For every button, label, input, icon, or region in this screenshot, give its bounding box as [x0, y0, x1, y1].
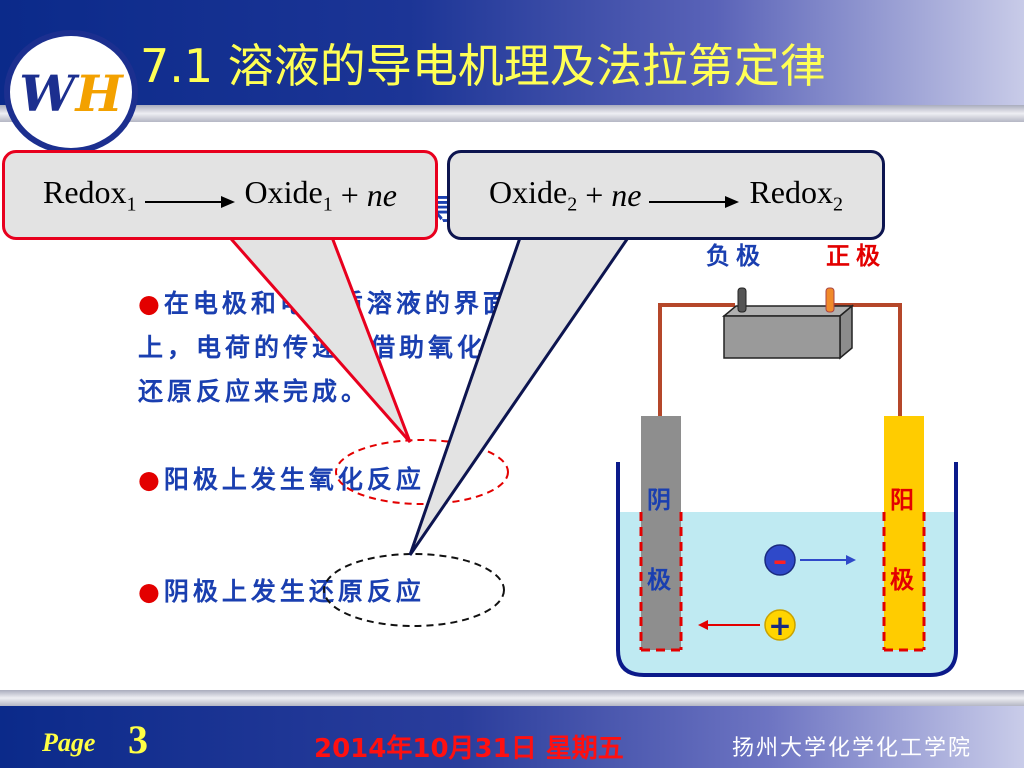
reduction-equation-callout: Oxide2 + ne Redox2 — [447, 150, 885, 240]
eq1-product: Oxide1 — [245, 174, 333, 216]
cathode-label-top: 阴 — [647, 486, 671, 514]
eq2-reactant: Oxide2 — [489, 174, 577, 216]
cation-sign: + — [768, 609, 791, 642]
eq2-product-name: Redox — [749, 173, 833, 210]
circuit-wire-right — [830, 303, 902, 416]
eq2-plus: + — [585, 176, 604, 213]
bullet-text: 阳极上发生氧化反应 — [163, 465, 425, 494]
circuit-wire — [658, 303, 735, 416]
beaker — [616, 462, 958, 677]
eq1-reactant-sub: 1 — [126, 193, 137, 216]
slide-date: 2014年10月31日 星期五 — [314, 734, 624, 764]
bullet-text: 阴极上发生还原反应 — [163, 577, 425, 606]
callout-tail-right — [408, 230, 635, 556]
eq2-arrow-icon — [649, 193, 741, 208]
electrolyte-solution — [618, 512, 956, 675]
oxidation-equation-callout: Redox1 Oxide1 + ne — [2, 150, 438, 240]
cathode-electrode — [641, 416, 681, 650]
eq2-product-sub: 2 — [833, 193, 843, 216]
eq1-reactant: Redox1 — [43, 174, 137, 216]
slide-footer: Page 3 2014年10月31日 星期五 扬州大学化学化工学院 — [0, 706, 1024, 768]
eq1-plus: + — [340, 176, 359, 213]
bullet-dot: ● — [138, 577, 164, 606]
header-band — [0, 0, 1024, 105]
callout-tail-left — [221, 230, 412, 443]
anode-label-bottom: 极 — [890, 566, 914, 594]
cation-circle — [764, 609, 796, 641]
header-divider — [0, 105, 1024, 122]
logo-letter-h: H — [75, 64, 123, 123]
slide-header — [0, 0, 1024, 122]
page-label: Page — [42, 728, 96, 757]
anion-sign: – — [773, 544, 787, 577]
bullet-anode-oxidation: ●阳极上发生氧化反应 — [138, 458, 518, 502]
eq1-product-sub: 1 — [322, 193, 333, 216]
eq2-electron: ne — [611, 176, 642, 213]
bullet-cathode-reduction: ●阴极上发生还原反应 — [138, 570, 518, 614]
battery — [721, 287, 855, 360]
eq2-reactant-name: Oxide — [489, 173, 568, 210]
eq1-arrow-icon — [144, 193, 237, 208]
oxidation-highlight-ellipse — [335, 439, 509, 505]
bullet-dot: ● — [138, 289, 164, 318]
eq1-product-name: Oxide — [244, 173, 323, 210]
battery-negative-terminal — [737, 287, 747, 313]
battery-positive-terminal — [825, 287, 835, 313]
negative-pole-label: 负极 — [706, 242, 766, 270]
anode-label-top: 阳 — [890, 486, 914, 514]
eq1-electron: ne — [366, 176, 397, 213]
slide-title: 7.1 溶液的导电机理及法拉第定律 — [140, 39, 826, 93]
institute-name: 扬州大学化学化工学院 — [732, 736, 973, 761]
cathode-label-bottom: 极 — [647, 566, 671, 594]
eq1-reactant-name: Redox — [43, 173, 127, 210]
page-number: 3 — [128, 717, 148, 762]
logo-text: WH — [10, 64, 132, 123]
reduction-highlight-ellipse — [323, 553, 505, 627]
positive-pole-label: 正极 — [826, 242, 886, 270]
eq2-reactant-sub: 2 — [567, 193, 578, 216]
eq2-product: Redox2 — [749, 174, 843, 216]
bullet-dot: ● — [138, 465, 164, 494]
anode-electrode — [884, 416, 924, 650]
footer-divider — [0, 690, 1024, 706]
wh-logo: WH — [4, 30, 138, 154]
logo-letter-w: W — [19, 64, 76, 123]
anion-circle — [764, 544, 796, 576]
